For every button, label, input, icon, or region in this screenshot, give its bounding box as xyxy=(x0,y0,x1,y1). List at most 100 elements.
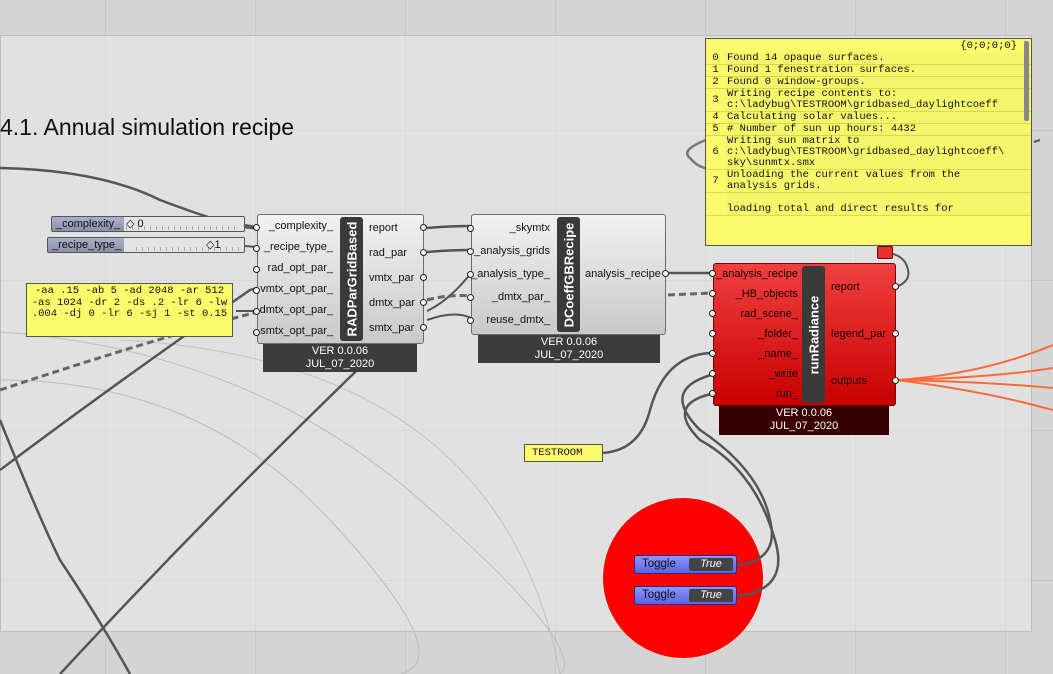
input-grip[interactable] xyxy=(709,270,716,277)
input-grip[interactable] xyxy=(709,350,716,357)
input-grip[interactable] xyxy=(709,390,716,397)
input-grip[interactable] xyxy=(467,225,474,232)
run-radiance-component[interactable]: _analysis_recipe _HB_objects rad_scene_ … xyxy=(713,263,896,406)
report-row: loading total and direct results for xyxy=(706,193,1031,216)
name-panel[interactable]: TESTROOM xyxy=(524,444,603,462)
input-dmtx-opt-par[interactable]: dmtx_opt_par_ xyxy=(259,304,333,316)
row-index: 2 xyxy=(712,76,719,88)
panel-scrollbar[interactable] xyxy=(1024,41,1029,121)
input-rad-scene[interactable]: rad_scene_ xyxy=(740,308,799,320)
input-grip[interactable] xyxy=(709,290,716,297)
slider-value: 0 xyxy=(137,218,144,230)
row-text: Calculating solar values... xyxy=(725,112,1031,123)
recipe-type-slider[interactable]: _recipe_type_ ◇1 xyxy=(47,237,245,253)
page-title: 4.1. Annual simulation recipe xyxy=(0,114,295,140)
input-analysis-type[interactable]: _analysis_type_ xyxy=(471,268,550,280)
row-text: Writing sun matrix to c:\ladybug\TESTROO… xyxy=(725,136,1031,169)
input-write[interactable]: _write xyxy=(768,368,798,380)
input-grip[interactable] xyxy=(467,294,474,301)
input-grip[interactable] xyxy=(253,224,260,231)
toggle-value[interactable]: True xyxy=(689,558,733,571)
slider-track[interactable]: ◇1 xyxy=(136,238,240,252)
input-name[interactable]: _name_ xyxy=(758,348,798,360)
row-index: 1 xyxy=(712,64,719,76)
row-text: loading total and direct results for xyxy=(725,193,1031,215)
slider-track[interactable]: ◇ 0 xyxy=(126,217,240,231)
toggle-label: Toggle xyxy=(642,558,676,570)
slider-label: _complexity_ xyxy=(52,217,124,231)
output-vmtx-par[interactable]: vmtx_par xyxy=(369,272,415,284)
input-skymtx[interactable]: _skymtx xyxy=(509,222,550,234)
input-smtx-opt-par[interactable]: smtx_opt_par_ xyxy=(260,325,333,337)
input-grip[interactable] xyxy=(253,308,260,315)
input-grip[interactable] xyxy=(253,266,260,273)
output-grip[interactable] xyxy=(420,249,427,256)
dcoeff-gb-recipe-component[interactable]: _skymtx _analysis_grids _analysis_type_ … xyxy=(471,214,666,335)
output-rad-par[interactable]: rad_par xyxy=(369,247,407,259)
wire-left-low xyxy=(0,419,132,674)
input-dmtx-par[interactable]: _dmtx_par_ xyxy=(491,291,550,303)
input-recipe-type[interactable]: _recipe_type_ xyxy=(263,241,333,253)
input-grip[interactable] xyxy=(709,310,716,317)
input-complexity[interactable]: _complexity_ xyxy=(268,220,333,232)
output-grip[interactable] xyxy=(420,299,427,306)
row-index: 6 xyxy=(712,146,719,158)
run-toggle[interactable]: Toggle True xyxy=(634,586,737,605)
output-grip[interactable] xyxy=(892,283,899,290)
row-text: Found 1 fenestration surfaces. xyxy=(725,65,1031,76)
row-text: Found 14 opaque surfaces. xyxy=(725,53,1031,64)
row-text: # Number of sun up hours: 4432 xyxy=(725,124,1031,135)
input-grip[interactable] xyxy=(253,287,260,294)
radpar-gridbased-component[interactable]: _complexity_ _recipe_type_ rad_opt_par_ … xyxy=(257,214,424,344)
toggle-value[interactable]: True xyxy=(689,589,733,602)
output-grip[interactable] xyxy=(420,224,427,231)
output-grip[interactable] xyxy=(662,270,669,277)
input-analysis-grids[interactable]: _analysis_grids xyxy=(474,245,550,257)
output-smtx-par[interactable]: smtx_par xyxy=(369,322,415,334)
input-reuse-dmtx[interactable]: reuse_dmtx_ xyxy=(486,314,550,326)
output-legend-par[interactable]: legend_par xyxy=(831,328,887,340)
output-grip[interactable] xyxy=(892,377,899,384)
output-grip[interactable] xyxy=(420,274,427,281)
output-report[interactable]: report xyxy=(831,281,860,293)
input-grip[interactable] xyxy=(253,329,260,336)
input-analysis-recipe[interactable]: _analysis_recipe xyxy=(716,268,798,280)
row-text: Unloading the current values from the an… xyxy=(725,170,1031,192)
output-grip[interactable] xyxy=(420,324,427,331)
report-row: 6 Writing sun matrix to c:\ladybug\TESTRO… xyxy=(706,136,1031,170)
output-report[interactable]: report xyxy=(369,222,398,234)
input-grip[interactable] xyxy=(467,317,474,324)
input-rad-opt-par[interactable]: rad_opt_par_ xyxy=(267,262,333,274)
output-grip[interactable] xyxy=(892,330,899,337)
write-toggle[interactable]: Toggle True xyxy=(634,555,737,574)
row-index: 0 xyxy=(712,52,719,64)
input-vmtx-opt-par[interactable]: vmtx_opt_par_ xyxy=(260,283,333,295)
radiance-params-panel[interactable]: -aa .15 -ab 5 -ad 2048 -ar 512 -as 1024 … xyxy=(26,283,233,337)
input-grip[interactable] xyxy=(709,330,716,337)
toggle-label: Toggle xyxy=(642,589,676,601)
input-grip[interactable] xyxy=(709,370,716,377)
output-outputs[interactable]: outputs xyxy=(831,375,868,387)
component-name: runRadiance xyxy=(802,266,825,403)
input-grip[interactable] xyxy=(253,245,260,252)
input-hb-objects[interactable]: _HB_objects xyxy=(735,288,798,300)
output-analysis-recipe[interactable]: analysis_recipe xyxy=(585,268,661,280)
input-grip[interactable] xyxy=(467,248,474,255)
input-folder[interactable]: _folder_ xyxy=(758,328,798,340)
report-list: 0 Found 14 opaque surfaces. 1 Found 1 fenes… xyxy=(706,53,1031,216)
row-index: 5 xyxy=(712,123,719,135)
row-text: Writing recipe contents to: c:\ladybug\T… xyxy=(725,89,1031,111)
output-dmtx-par[interactable]: dmtx_par xyxy=(369,297,415,309)
complexity-slider[interactable]: _complexity_ ◇ 0 xyxy=(51,216,245,232)
input-grip[interactable] xyxy=(467,271,474,278)
input-run[interactable]: run_ xyxy=(775,388,798,400)
